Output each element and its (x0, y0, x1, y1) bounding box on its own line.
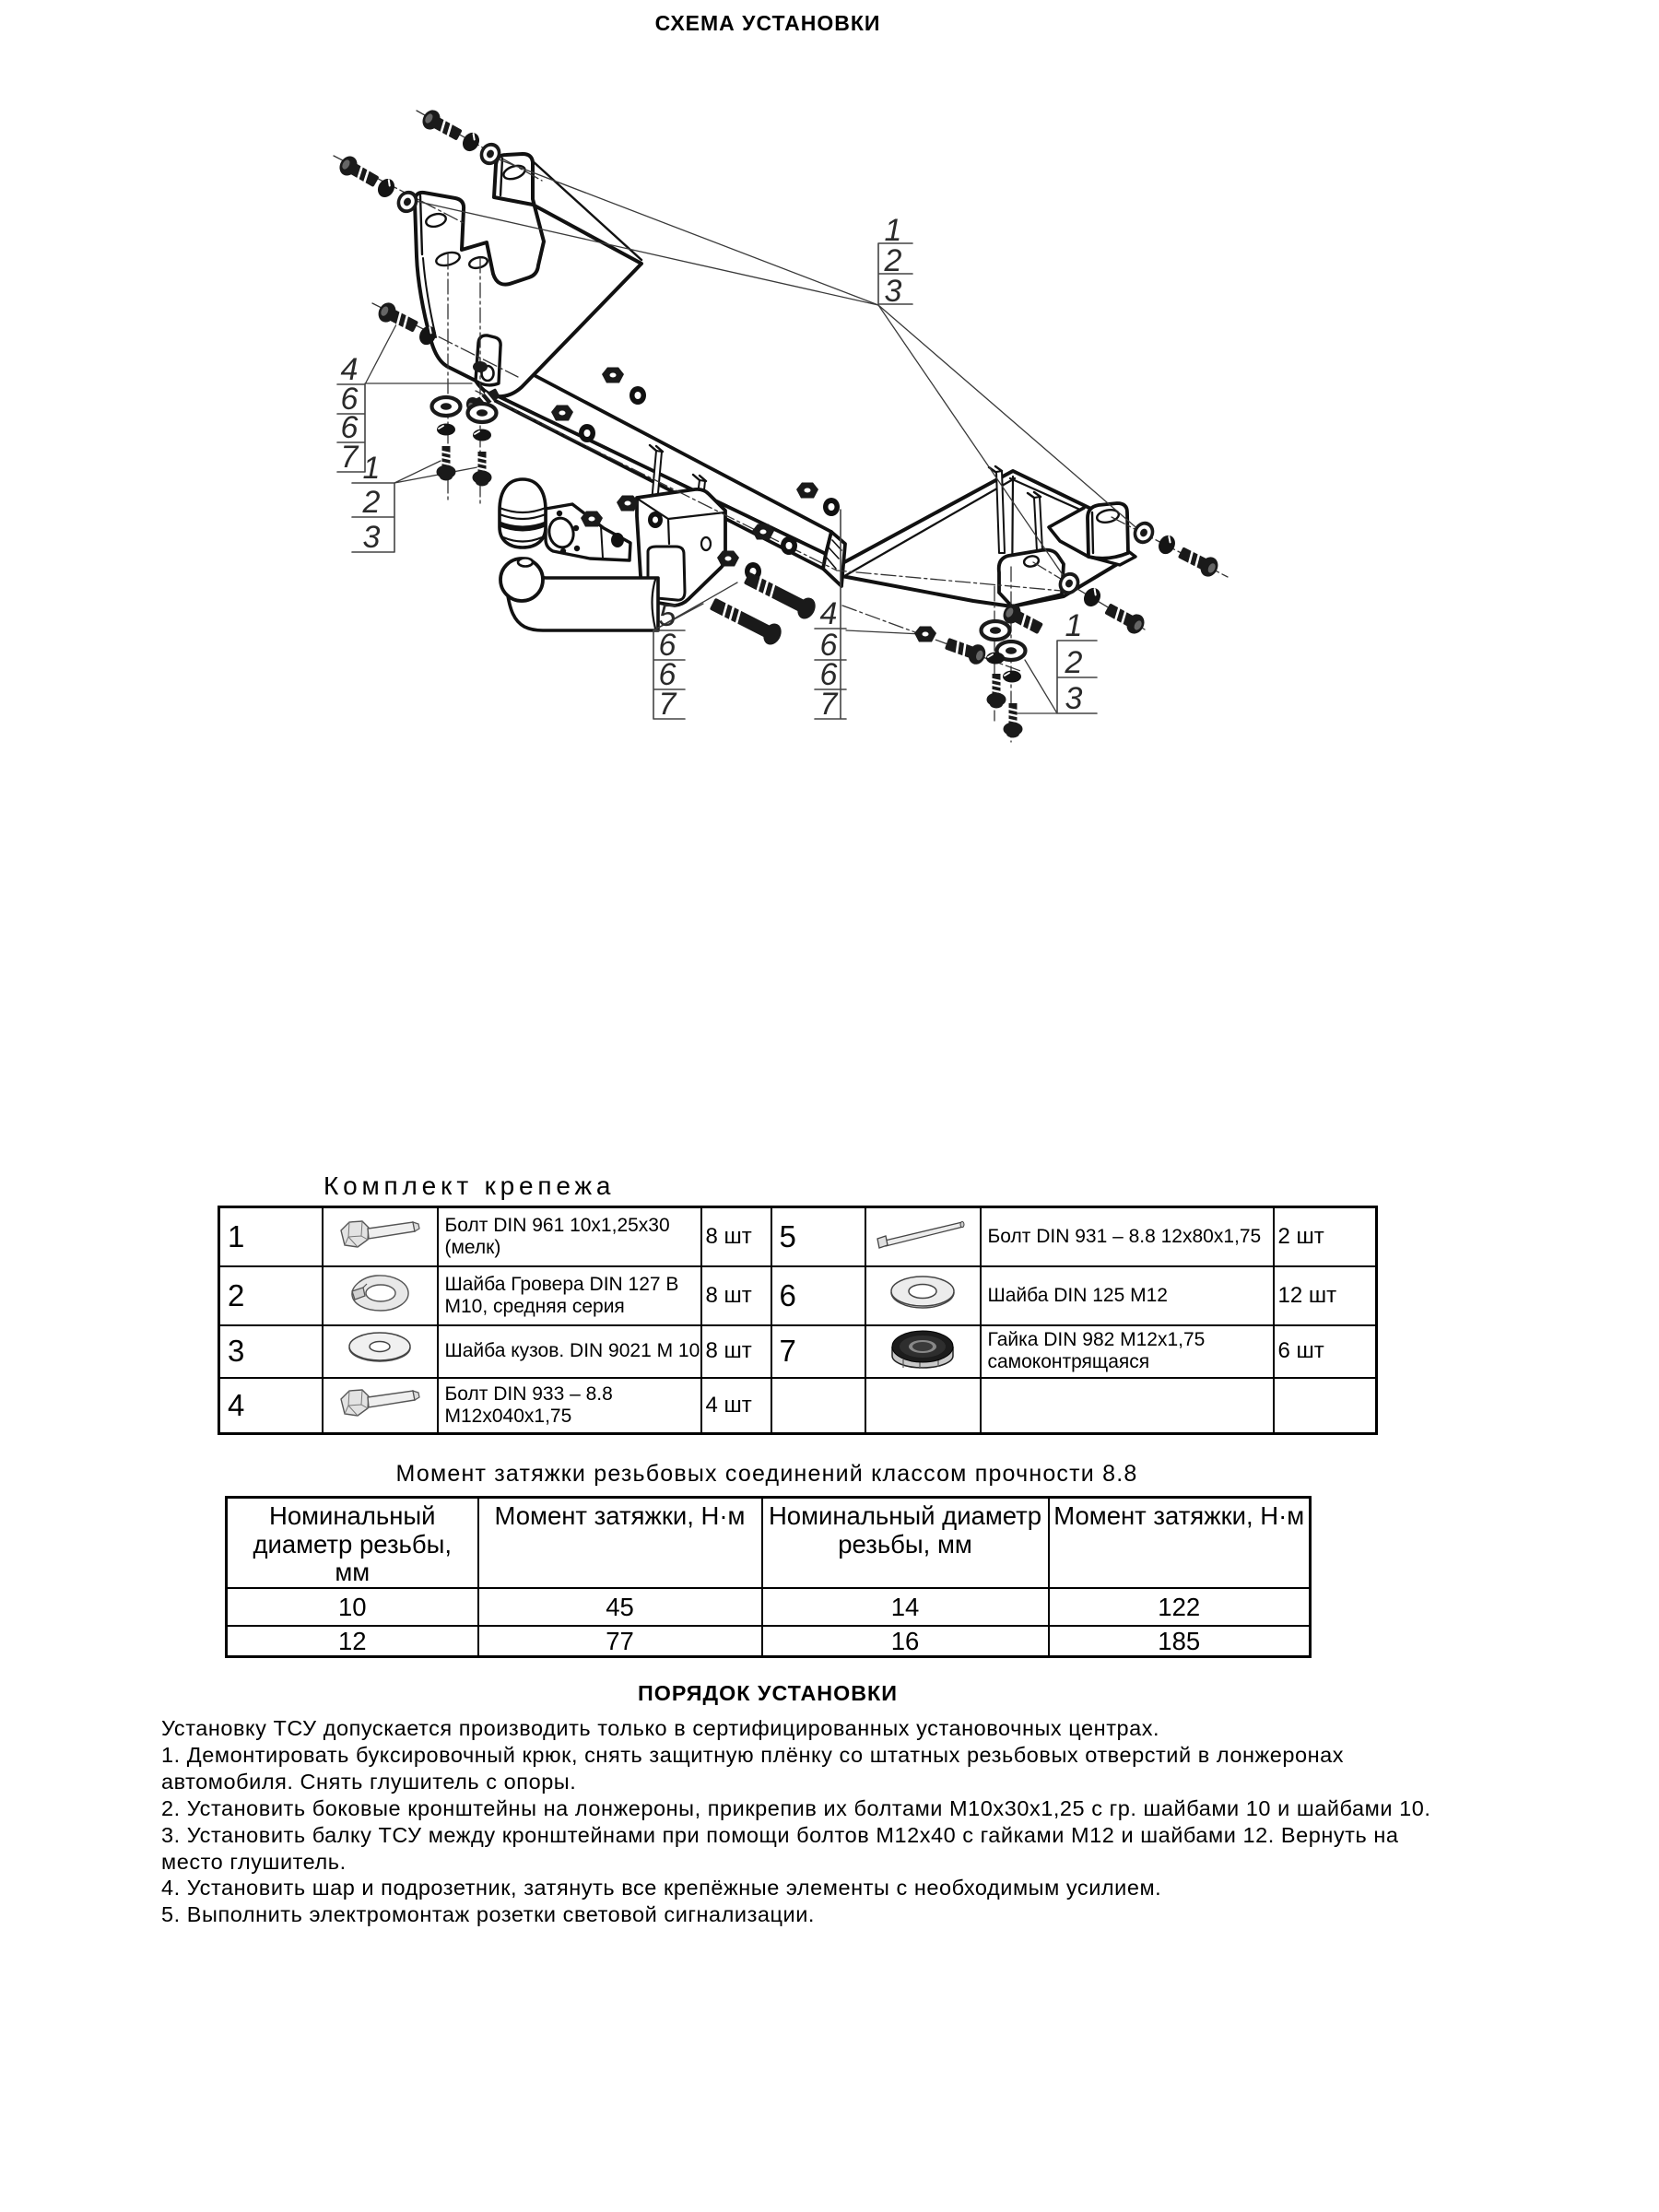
svg-text:1: 1 (1065, 608, 1083, 643)
svg-text:3: 3 (885, 274, 902, 309)
svg-text:2: 2 (1065, 645, 1083, 680)
svg-text:2: 2 (884, 243, 902, 278)
svg-text:2: 2 (362, 485, 381, 520)
svg-text:1: 1 (885, 213, 902, 248)
svg-text:6: 6 (341, 382, 359, 417)
svg-text:6: 6 (659, 628, 677, 663)
svg-text:6: 6 (659, 657, 677, 692)
svg-text:3: 3 (1065, 681, 1083, 716)
svg-text:7: 7 (659, 687, 677, 722)
svg-text:1: 1 (363, 451, 381, 486)
svg-text:7: 7 (820, 687, 839, 722)
svg-text:6: 6 (820, 657, 838, 692)
svg-text:6: 6 (341, 410, 359, 445)
svg-text:7: 7 (341, 440, 359, 475)
svg-text:4: 4 (341, 352, 359, 387)
svg-text:6: 6 (820, 628, 838, 663)
svg-text:3: 3 (363, 520, 381, 555)
svg-text:4: 4 (820, 596, 838, 631)
svg-text:5: 5 (659, 598, 677, 633)
